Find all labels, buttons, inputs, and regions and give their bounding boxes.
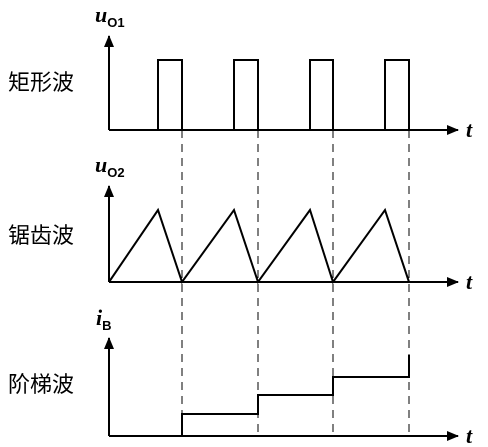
step-waveform [181,355,410,436]
saw-axis-title: uO2 [95,152,125,180]
step-wave-panel: 阶梯波 iB t [8,305,473,447]
step-t-label: t [466,423,473,447]
rect-t-label: t [466,117,473,142]
saw-t-label: t [466,269,473,294]
saw-wave-label: 锯齿波 [8,224,74,249]
step-wave-label: 阶梯波 [8,373,74,398]
rect-waveform [109,59,410,131]
rect-wave-label: 矩形波 [8,71,74,96]
saw-wave-panel: 锯齿波 uO2 t [8,152,473,294]
step-axis-title: iB [96,305,112,333]
rect-wave-panel: 矩形波 uO1 t [8,2,473,142]
saw-waveform [108,207,410,285]
rect-axis-title: uO1 [95,2,125,30]
alignment-guides [181,130,410,436]
